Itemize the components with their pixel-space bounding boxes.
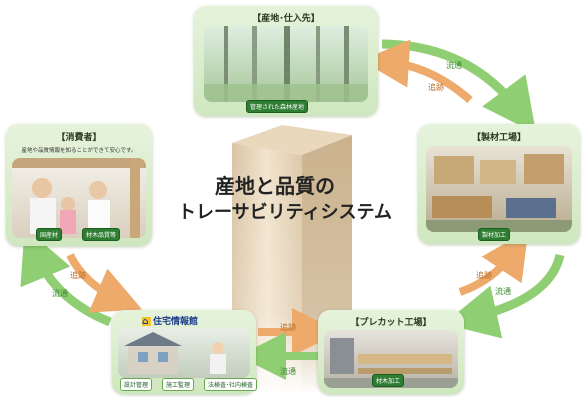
center-title-line1: 産地と品質の bbox=[215, 174, 335, 198]
node-origin: 【産地･仕入先】 管理された森林産地 bbox=[194, 6, 378, 116]
family-photo bbox=[12, 158, 146, 238]
node-sawmill-tag: 製材加工 bbox=[478, 228, 511, 241]
node-consumer-tag-1: 国産材 bbox=[36, 228, 63, 241]
node-builder-tag-2: 施工監理 bbox=[162, 378, 195, 391]
house-icon: ⌂ bbox=[142, 317, 151, 327]
forest-photo bbox=[204, 26, 368, 102]
lumber-photo bbox=[426, 146, 572, 232]
node-builder-tag-3: 法検査･社内検査 bbox=[204, 378, 258, 391]
node-precut: 【プレカット工場】 材木加工 bbox=[318, 310, 464, 394]
label-flow-top: 流通 bbox=[446, 61, 462, 70]
arrow-flow-origin-sawmill bbox=[381, 39, 537, 134]
node-consumer: 【消費者】 産地や品質情報を知ることができて安心です。 国産材 材木品質等 bbox=[6, 124, 152, 246]
label-flow-bottom: 流通 bbox=[280, 367, 296, 376]
label-flow-right: 流通 bbox=[495, 287, 511, 296]
arrow-trace-sawmill-origin bbox=[361, 39, 473, 104]
builder-logo-text: 住宅情報館 bbox=[153, 317, 199, 327]
center-title-line2: トレーサビリティシステム bbox=[178, 202, 393, 223]
node-builder-tag-1: 設計管理 bbox=[120, 378, 153, 391]
arrow-flow-builder-consumer bbox=[20, 227, 112, 327]
node-origin-tag: 管理された森林産地 bbox=[246, 100, 309, 113]
arrow-trace-precut-sawmill bbox=[458, 230, 529, 296]
arrow-flow-sawmill-precut bbox=[443, 253, 565, 339]
label-flow-left: 流通 bbox=[52, 289, 68, 298]
builder-logo: ⌂住宅情報館 bbox=[142, 314, 198, 327]
node-sawmill: 【製材工場】 製材加工 bbox=[418, 124, 580, 244]
node-sawmill-title: 【製材工場】 bbox=[471, 133, 526, 143]
label-trace-top: 追跡 bbox=[428, 83, 444, 92]
house-photo bbox=[118, 328, 250, 378]
label-trace-right: 追跡 bbox=[476, 271, 492, 280]
node-origin-title: 【産地･仕入先】 bbox=[252, 14, 320, 24]
node-precut-title: 【プレカット工場】 bbox=[350, 318, 432, 328]
node-builder: ⌂住宅情報館 設計管理 施工監理 法検査･社内検査 bbox=[112, 310, 258, 394]
node-precut-tag: 材木加工 bbox=[372, 374, 405, 387]
node-consumer-desc: 産地や品質情報を知ることができて安心です。 bbox=[21, 148, 137, 154]
label-trace-left: 追跡 bbox=[70, 271, 86, 280]
label-trace-bottom: 追跡 bbox=[280, 323, 296, 332]
arrow-trace-consumer-builder bbox=[66, 253, 143, 313]
node-consumer-tag-2: 材木品質等 bbox=[82, 228, 121, 241]
node-consumer-title: 【消費者】 bbox=[56, 133, 102, 143]
